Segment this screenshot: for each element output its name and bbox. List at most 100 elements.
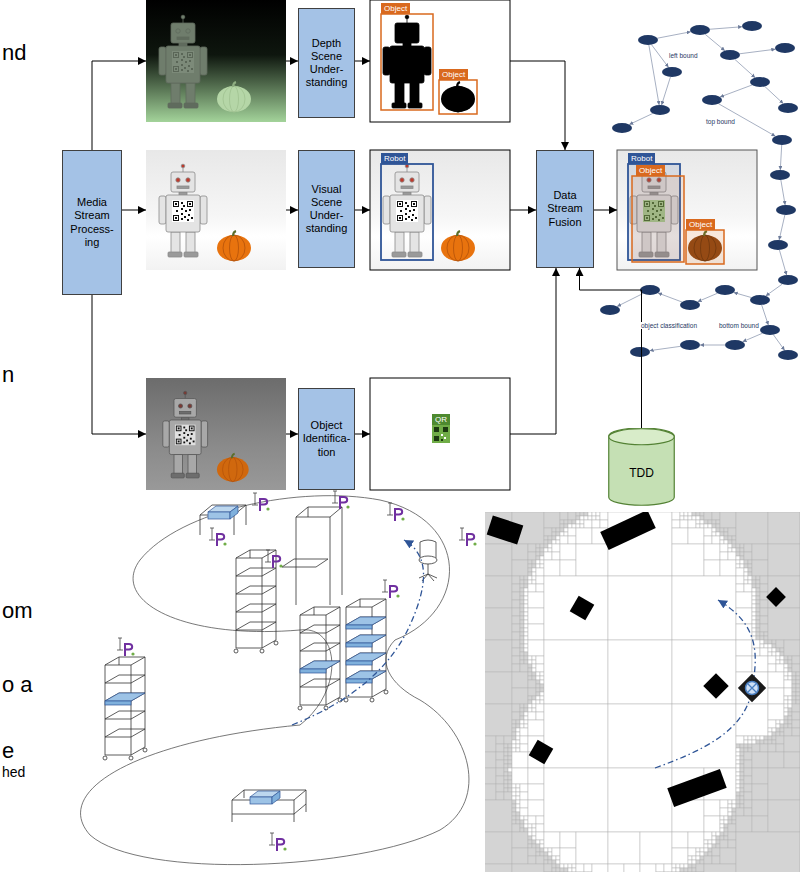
map-cell <box>736 736 744 744</box>
map-cell <box>528 592 544 608</box>
graph-node <box>750 295 770 305</box>
graph-node <box>612 123 632 133</box>
map-cell <box>516 728 520 732</box>
graph-label: left bound <box>668 52 699 59</box>
map-cell <box>524 608 528 612</box>
map-cell <box>524 620 528 624</box>
map-cell <box>736 672 768 704</box>
map-cell <box>496 752 504 760</box>
map-cell <box>520 816 524 820</box>
map-cell <box>656 864 664 872</box>
map-cell <box>796 700 800 704</box>
map-cell <box>756 576 760 580</box>
map-cell <box>780 656 784 660</box>
map-cell <box>672 544 704 576</box>
map-cell <box>524 648 528 652</box>
data-connector <box>580 268 642 428</box>
map-cell <box>752 592 756 596</box>
map-cell <box>700 860 704 864</box>
map-cell <box>788 660 792 664</box>
map-cell <box>740 552 744 556</box>
map-cell <box>716 844 720 848</box>
map-cell <box>520 592 524 596</box>
graph-node <box>742 21 762 31</box>
map-cell <box>740 784 744 788</box>
map-cell <box>508 760 512 764</box>
process-box: Depth Scene Under- standing <box>298 8 355 118</box>
map-cell <box>696 852 700 856</box>
map-cell <box>536 672 540 676</box>
map-cell <box>540 564 544 568</box>
map-cell <box>760 640 764 644</box>
map-cell <box>780 652 784 656</box>
map-cell <box>736 780 740 784</box>
map-cell <box>728 820 732 824</box>
map-cell <box>704 864 736 872</box>
map-cell <box>708 524 712 528</box>
map-cell <box>732 808 736 812</box>
quadtree-map <box>703 673 728 698</box>
map-cell <box>568 520 572 524</box>
map-cell <box>752 576 756 580</box>
graph-label: top bound <box>705 118 736 125</box>
node-text: Object Identifica- tion <box>302 419 351 459</box>
map-cell <box>776 656 780 660</box>
map-cell <box>764 640 768 644</box>
map-cell <box>768 648 772 652</box>
map-cell <box>556 540 560 544</box>
cylinder-outline <box>609 428 675 505</box>
map-cell <box>748 564 752 568</box>
map-cell <box>504 776 508 780</box>
map-cell <box>772 652 776 656</box>
object-tag: Object <box>636 165 665 176</box>
map-cell <box>536 552 540 556</box>
map-cell <box>768 720 776 728</box>
map-cell <box>748 736 752 740</box>
map-cell <box>536 676 540 680</box>
map-cell <box>512 656 520 664</box>
map-cell <box>672 512 680 520</box>
map-cell <box>744 564 748 568</box>
graph-link <box>773 335 784 351</box>
map-cell <box>744 748 748 752</box>
map-cell <box>688 516 692 520</box>
map-cell <box>528 576 532 580</box>
input-images <box>146 0 286 490</box>
slide-text-fragment: e <box>2 738 14 763</box>
warehouse-scene <box>282 507 342 605</box>
map-cell <box>704 536 712 544</box>
map-cell <box>520 576 524 580</box>
map-cell <box>532 668 536 672</box>
map-cell <box>704 800 720 816</box>
map-cell <box>672 576 736 640</box>
map-cell <box>568 864 572 868</box>
map-cell <box>736 584 744 592</box>
map-cell <box>552 532 556 536</box>
map-cell <box>740 564 744 568</box>
map-cell <box>520 652 524 656</box>
map-cell <box>736 768 740 772</box>
warehouse-scene <box>265 550 283 568</box>
map-cell <box>536 824 544 832</box>
map-cell <box>752 600 756 604</box>
map-cell <box>528 664 532 668</box>
map-cell <box>776 664 784 672</box>
quadtree-map <box>487 516 524 545</box>
map-cell <box>704 512 712 520</box>
map-cell <box>536 656 544 664</box>
map-cell <box>528 700 532 704</box>
map-cell <box>504 792 512 800</box>
map-cell <box>536 576 544 584</box>
map-cell <box>740 788 744 792</box>
map-cell <box>512 736 516 740</box>
map-cell <box>528 608 544 624</box>
map-cell <box>512 792 516 796</box>
graph-link <box>740 49 776 54</box>
map-cell <box>512 704 520 712</box>
map-cell <box>732 536 736 540</box>
map-cell <box>756 580 760 584</box>
quadtree-map <box>655 600 755 768</box>
map-cell <box>532 672 536 676</box>
graph-node <box>640 285 660 295</box>
flow-arrow <box>286 61 298 62</box>
